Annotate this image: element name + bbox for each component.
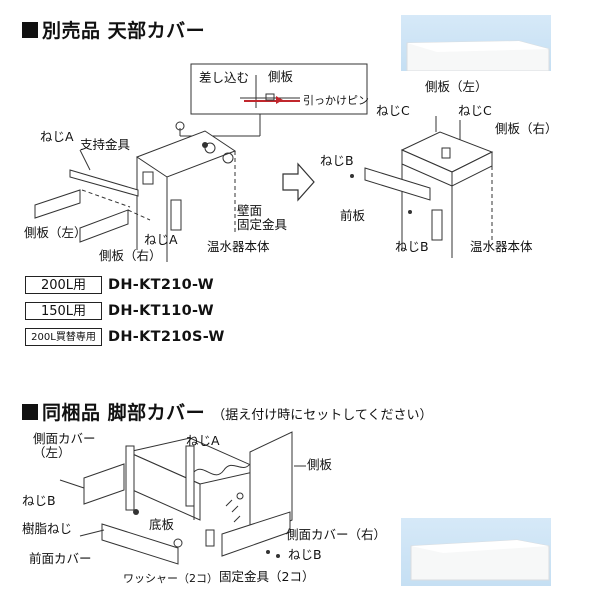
model-number: DH-KT110-W [108, 303, 214, 319]
leg-cover-photo [401, 518, 551, 586]
top-cover-shape [406, 40, 550, 71]
side-plate-label: 側板 [307, 457, 333, 472]
model-number: DH-KT210S-W [108, 329, 225, 345]
front-cover-label: 前面カバー [29, 551, 92, 566]
section-title-top-cover: 別売品 天部カバー [22, 16, 205, 43]
model-row: 200L用 DH-KT210-W [25, 275, 214, 295]
wall-bracket-label: 壁面 固定金具 [237, 203, 288, 233]
side-plate-left-label-r: 側板（左） [425, 79, 488, 94]
bracket-label: 固定金具（2コ） [219, 569, 315, 584]
screw-b-label-left: ねじB [22, 493, 56, 508]
screw-b-label-right: ねじB [288, 547, 322, 562]
bullet-square-icon [22, 22, 38, 38]
model-number: DH-KT210-W [108, 277, 214, 293]
screw-b-label-1: ねじB [320, 153, 354, 168]
model-tag: 200L買替専用 [25, 328, 102, 346]
side-plate-right-label: 側板（右） [99, 248, 162, 263]
resin-screw-label: 樹脂ねじ [22, 521, 73, 536]
section-note: （据え付け時にセットしてください） [212, 408, 433, 423]
support-bracket-label: 支持金具 [80, 137, 131, 152]
inset-side-plate-label: 側板 [268, 69, 294, 84]
front-plate-label: 前板 [340, 208, 366, 223]
screw-c-label-2: ねじC [458, 103, 492, 118]
inset-pull-pin-label: 引っかけピン [303, 94, 369, 107]
model-tag: 150L用 [25, 302, 102, 320]
screw-a-label-2: ねじA [144, 232, 178, 247]
screw-b-label-2: ねじB [395, 239, 429, 254]
screw-a-label: ねじA [186, 433, 220, 448]
top-cover-photo [401, 15, 551, 71]
washer-label: ワッシャー（2コ） [123, 572, 218, 585]
section-title-leg-cover: 同梱品 脚部カバー （据え付け時にセットしてください） [22, 398, 432, 425]
bottom-plate-label: 底板 [149, 517, 175, 532]
model-tag: 200L用 [25, 276, 102, 294]
model-row: 200L買替専用 DH-KT210S-W [25, 327, 225, 347]
leg-cover-shape [410, 539, 550, 581]
side-plate-right-label-r: 側板（右） [495, 121, 558, 136]
screw-c-label-1: ねじC [376, 103, 410, 118]
heater-body-label-left: 温水器本体 [207, 239, 270, 254]
heater-body-label-right: 温水器本体 [470, 239, 533, 254]
side-cover-left-label: 側面カバー （左） [33, 431, 96, 461]
screw-a-label-1: ねじA [40, 129, 74, 144]
side-cover-right-label: 側面カバー（右） [286, 527, 387, 542]
inset-insert-label: 差し込む [199, 70, 250, 85]
bullet-square-icon [22, 404, 38, 420]
model-row: 150L用 DH-KT110-W [25, 301, 214, 321]
side-plate-left-label: 側板（左） [24, 225, 87, 240]
